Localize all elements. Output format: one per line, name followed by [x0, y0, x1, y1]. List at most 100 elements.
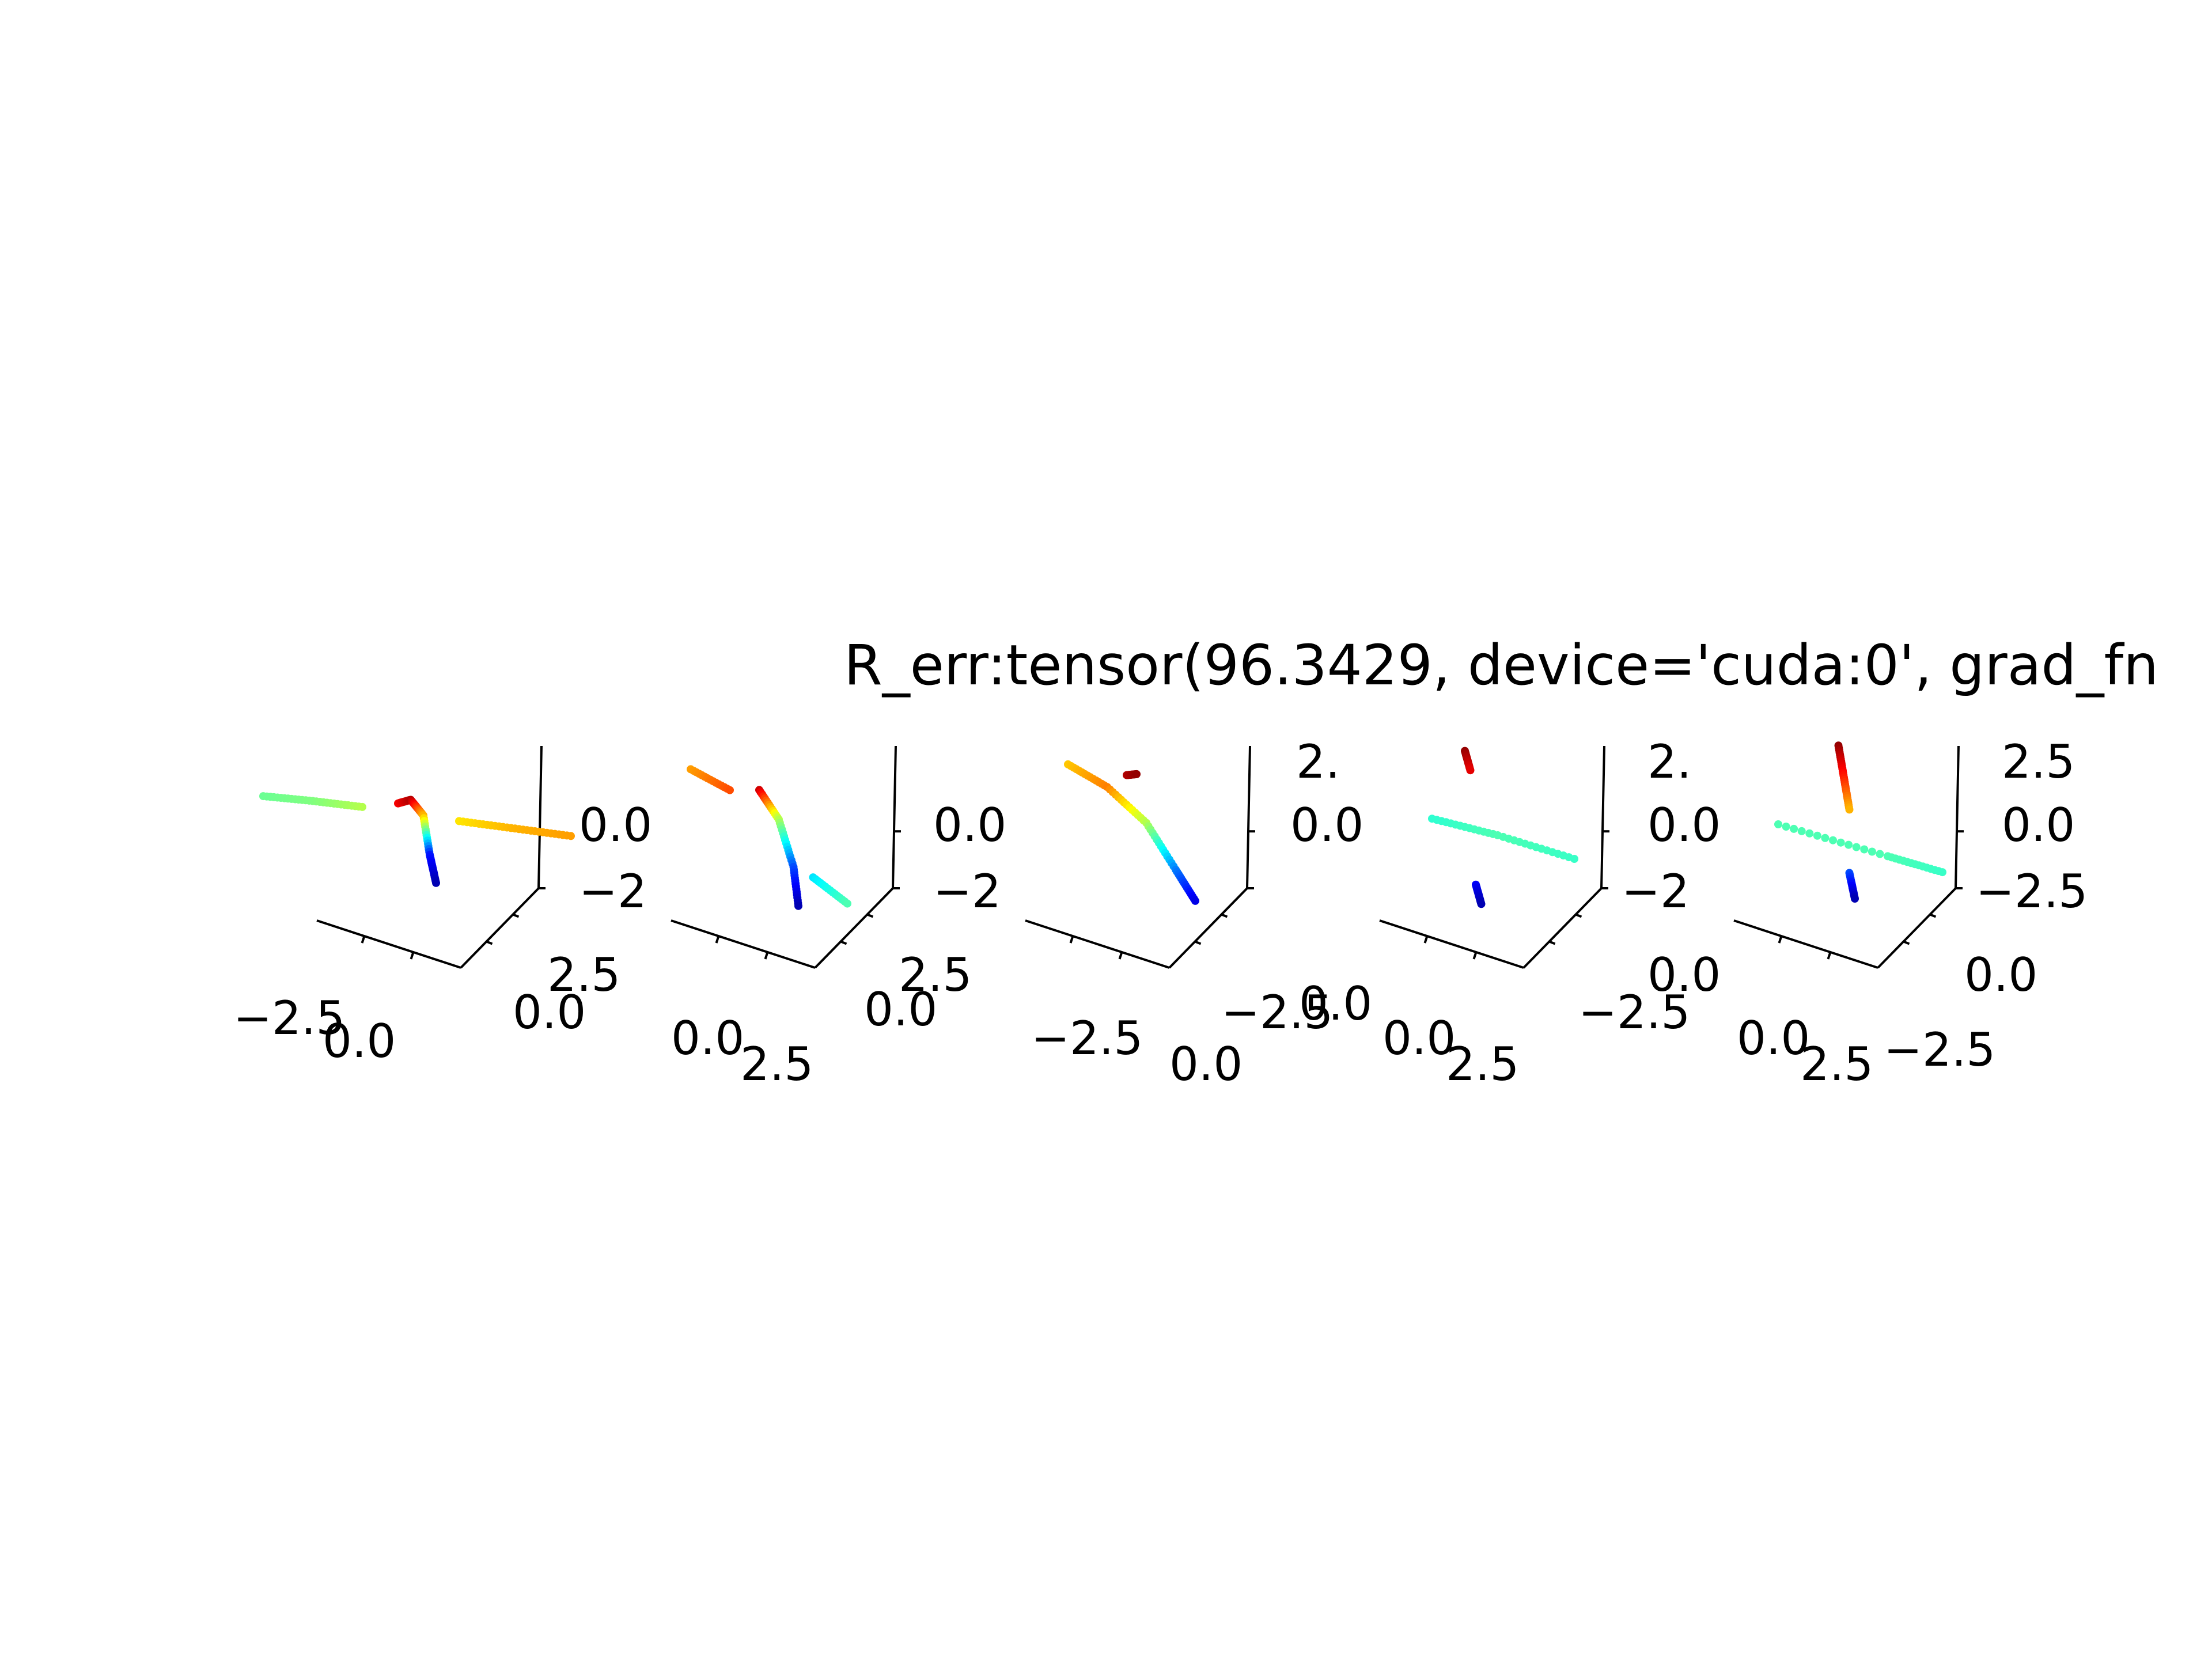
y-tick-mark [1575, 913, 1582, 918]
data-point [432, 878, 440, 887]
y-tick-label: 0.0 [513, 986, 586, 1039]
data-point [1570, 855, 1578, 863]
z-tick-label: −2 [1622, 865, 1690, 918]
y-tick-mark [1194, 940, 1202, 945]
data-point [1876, 850, 1884, 858]
data-point [1782, 823, 1790, 831]
subplot-3d-1: −2.50.00.02.5−20.0 [233, 745, 652, 1068]
z-tick-label: 0.0 [933, 798, 1006, 852]
data-point [726, 786, 734, 794]
data-point [794, 902, 802, 910]
data-point [843, 899, 851, 908]
x-tick-mark [361, 935, 366, 944]
x-tick-label: 0.0 [671, 1012, 744, 1065]
subplot-3d-5: 0.02.5−2.50.0−2.50.02.5 [1733, 735, 2088, 1091]
subplot-3d-4: 0.02.5−2.50.0−20.02. [1379, 735, 1721, 1091]
y-tick-label: 0.0 [864, 983, 937, 1036]
y-tick-label: −2.5 [1221, 986, 1333, 1039]
data-point [1938, 868, 1946, 877]
x-tick-label: 0.0 [1737, 1012, 1810, 1065]
axes-frame [1733, 745, 1964, 969]
x-tick-label: 0.0 [323, 1014, 396, 1068]
z-axis-line [1955, 745, 1960, 889]
x-tick-label: −2.5 [233, 991, 345, 1045]
z-axis-line [1600, 745, 1605, 889]
data-point [1466, 766, 1475, 775]
x-tick-label: 2.5 [1800, 1037, 1873, 1091]
z-tick-label: 0.0 [579, 798, 652, 852]
z-tick-label: 2. [1647, 735, 1691, 789]
x-tick-mark [715, 935, 720, 944]
data-point [1829, 836, 1837, 844]
axes-frame [671, 745, 901, 969]
y-axis-line [460, 887, 540, 969]
x-axis-line [1379, 919, 1524, 969]
data-point [1845, 805, 1854, 814]
x-tick-mark [1118, 952, 1123, 960]
y-tick-mark [1929, 913, 1937, 918]
y-tick-label: −2.5 [1578, 986, 1690, 1039]
point-cloud [687, 765, 851, 910]
z-tick-label: 0.0 [1290, 798, 1363, 852]
y-tick-label: 0.0 [1647, 948, 1721, 1002]
x-tick-mark [410, 952, 415, 960]
z-tick-label: −2.5 [1976, 865, 2088, 918]
x-tick-label: 2.5 [740, 1037, 813, 1091]
x-tick-label: 2.5 [1446, 1037, 1519, 1091]
y-tick-mark [1221, 913, 1228, 918]
data-point [1477, 900, 1486, 908]
data-point [1797, 827, 1806, 835]
z-tick-label: −2 [933, 865, 1001, 918]
y-tick-mark [486, 940, 493, 945]
data-point [1191, 896, 1199, 905]
z-tick-label: 0.0 [2002, 798, 2075, 852]
x-tick-mark [764, 952, 769, 960]
z-tick-label: 2.5 [2002, 735, 2075, 789]
point-cloud [1064, 760, 1199, 905]
axes-frame [1379, 745, 1609, 969]
data-point [1860, 845, 1869, 854]
y-tick-label: 0.0 [1299, 977, 1372, 1031]
y-tick-label: 0.0 [1964, 948, 2037, 1002]
data-point [1868, 847, 1876, 856]
y-axis-line [1522, 887, 1603, 969]
data-point [1851, 895, 1859, 903]
x-tick-mark [1069, 935, 1074, 944]
z-tick-label: −2 [579, 865, 647, 918]
data-point [567, 832, 575, 840]
x-axis-line [316, 919, 461, 969]
y-axis-line [1877, 887, 1957, 969]
z-axis-line [892, 745, 897, 889]
data-point [1805, 829, 1814, 838]
y-axis-line [1168, 887, 1248, 969]
y-tick-mark [1903, 940, 1910, 945]
z-tick-label: 0.0 [1647, 798, 1721, 852]
data-point [1844, 840, 1853, 849]
point-cloud [1774, 741, 1946, 903]
x-tick-mark [1472, 952, 1478, 960]
data-point [1132, 770, 1141, 778]
x-tick-mark [1827, 952, 1832, 960]
x-tick-mark [1423, 935, 1429, 944]
point-cloud [259, 792, 575, 887]
x-tick-mark [1778, 935, 1783, 944]
data-point [1821, 834, 1830, 842]
data-point [1774, 820, 1782, 828]
data-point [1790, 824, 1798, 833]
x-axis-line [1025, 919, 1170, 969]
x-axis-line [1733, 919, 1878, 969]
subplot-3d-2: 0.02.50.02.5−20.0 [671, 745, 1006, 1091]
data-point [1836, 838, 1845, 847]
x-tick-label: 0.0 [1169, 1037, 1243, 1091]
y-tick-mark [866, 913, 874, 918]
figure-title: R_err:tensor(96.3429, device='cuda:0', g… [844, 633, 2159, 698]
z-tick-label: 2. [1296, 735, 1340, 789]
data-point [1813, 831, 1821, 840]
x-tick-label: 0.0 [1382, 1012, 1456, 1065]
data-point [358, 802, 366, 811]
y-tick-label: 2.5 [547, 948, 620, 1002]
y-tick-mark [512, 913, 520, 918]
axes-frame [1025, 745, 1255, 969]
